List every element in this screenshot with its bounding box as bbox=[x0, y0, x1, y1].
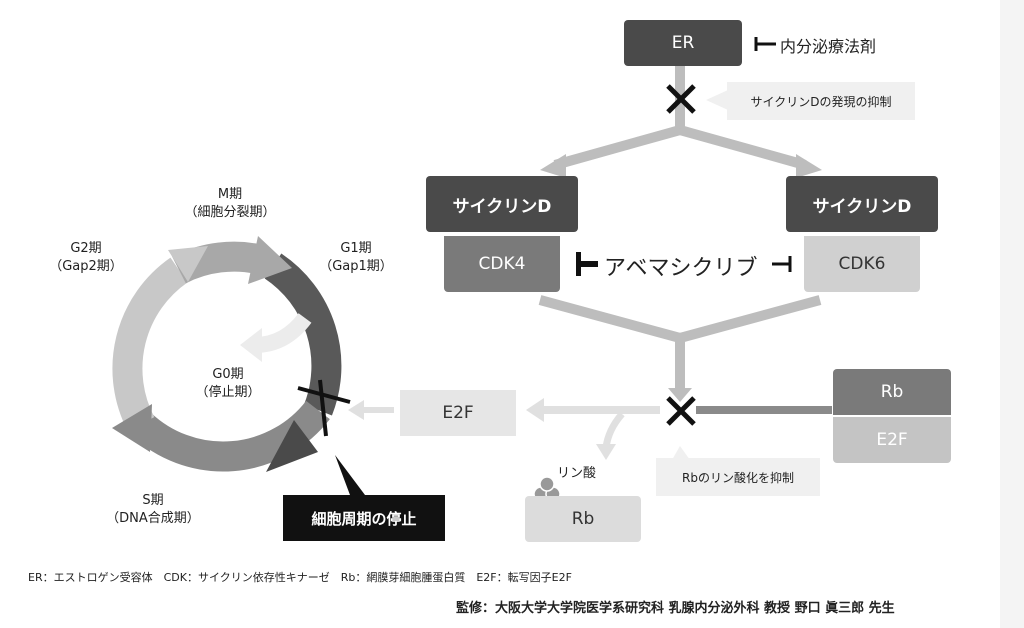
arrest-cross-icon bbox=[297, 379, 351, 437]
g0-phase-title: G0期 bbox=[212, 367, 244, 382]
g1-arc bbox=[264, 253, 342, 416]
converge-right bbox=[678, 295, 822, 343]
phos-note: Rbのリン酸化を抑制 bbox=[656, 458, 820, 496]
e2f-to-cycle-arrowhead bbox=[348, 400, 364, 420]
e2f-release-line bbox=[540, 406, 660, 414]
er-block-cross-icon bbox=[666, 84, 696, 114]
g2-arc bbox=[112, 257, 188, 431]
phos-block-cross-icon bbox=[666, 396, 696, 426]
abbreviation-legend: ER：エストロゲン受容体 CDK：サイクリン依存性キナーゼ Rb：網膜芽細胞腫蛋… bbox=[28, 571, 572, 584]
m-phase-label: M期 （細胞分裂期） bbox=[170, 186, 290, 222]
er-note: サイクリンDの発現の抑制 bbox=[727, 82, 915, 120]
rb-top-box: Rb bbox=[833, 369, 951, 415]
converge-left bbox=[538, 295, 682, 343]
er-note-pointer bbox=[706, 90, 728, 110]
rb-link bbox=[696, 406, 832, 414]
g1-phase-label: G1期 （Gap1期） bbox=[306, 240, 406, 276]
g2-phase-label: G2期 （Gap2期） bbox=[36, 240, 136, 276]
cyclin-left-box: サイクリンD bbox=[426, 176, 578, 232]
drug-label: アベマシクリブ bbox=[604, 256, 758, 281]
phos-arrow bbox=[602, 411, 625, 449]
drug-inhibit-right-icon bbox=[772, 256, 792, 272]
e2f-release-arrowhead bbox=[526, 398, 544, 422]
er-inhibitor-label: 内分泌療法剤 bbox=[780, 37, 877, 56]
er-inhibitor-icon bbox=[754, 37, 776, 51]
cdk6-box: CDK6 bbox=[804, 236, 920, 292]
cyclin-right-box: サイクリンD bbox=[786, 176, 938, 232]
phos-note-pointer bbox=[672, 446, 690, 460]
converge-arrowhead bbox=[668, 388, 692, 402]
s-phase-subtitle: （DNA合成期） bbox=[106, 511, 200, 526]
phos-rb-box: Rb bbox=[525, 496, 641, 542]
supervisor-credit: 監修：大阪大学大学院医学系研究科 乳腺内分泌外科 教授 野口 眞三郎 先生 bbox=[456, 601, 895, 616]
g2-arrowhead bbox=[168, 246, 208, 282]
g1-arrowhead bbox=[266, 420, 318, 472]
m-arrowhead bbox=[248, 236, 292, 284]
phosphate-label: リン酸 bbox=[557, 466, 597, 481]
g0-arrow bbox=[254, 312, 312, 353]
g2-phase-subtitle: （Gap2期） bbox=[49, 259, 123, 274]
g1-phase-subtitle: （Gap1期） bbox=[319, 259, 393, 274]
s-phase-label: S期 （DNA合成期） bbox=[88, 492, 218, 528]
s-arrowhead bbox=[112, 404, 152, 452]
g2-phase-title: G2期 bbox=[70, 241, 102, 256]
e2f-right-box: E2F bbox=[833, 417, 951, 463]
m-phase-subtitle: （細胞分裂期） bbox=[184, 205, 276, 220]
s-phase-title: S期 bbox=[142, 493, 164, 508]
branch-right bbox=[678, 125, 807, 170]
e2f-free-box: E2F bbox=[400, 390, 516, 436]
branch-left bbox=[553, 125, 682, 170]
branch-right-arrowhead bbox=[796, 154, 822, 178]
phos-arrowhead bbox=[596, 444, 616, 460]
g0-phase-label: G0期 （停止期） bbox=[178, 366, 278, 402]
drug-inhibit-left-icon bbox=[576, 252, 598, 276]
er-box: ER bbox=[624, 20, 742, 66]
cdk4-box: CDK4 bbox=[444, 236, 560, 292]
branch-left-arrowhead bbox=[540, 154, 566, 178]
e2f-to-cycle-line bbox=[360, 407, 394, 413]
converge-stem bbox=[675, 335, 685, 390]
g1-phase-title: G1期 bbox=[340, 241, 372, 256]
cell-cycle-arrest-label: 細胞周期の停止 bbox=[283, 495, 445, 541]
g0-arrowhead bbox=[240, 328, 262, 362]
m-phase-title: M期 bbox=[217, 187, 243, 202]
arrest-callout-pointer bbox=[335, 455, 365, 495]
g0-phase-subtitle: （停止期） bbox=[195, 385, 261, 400]
